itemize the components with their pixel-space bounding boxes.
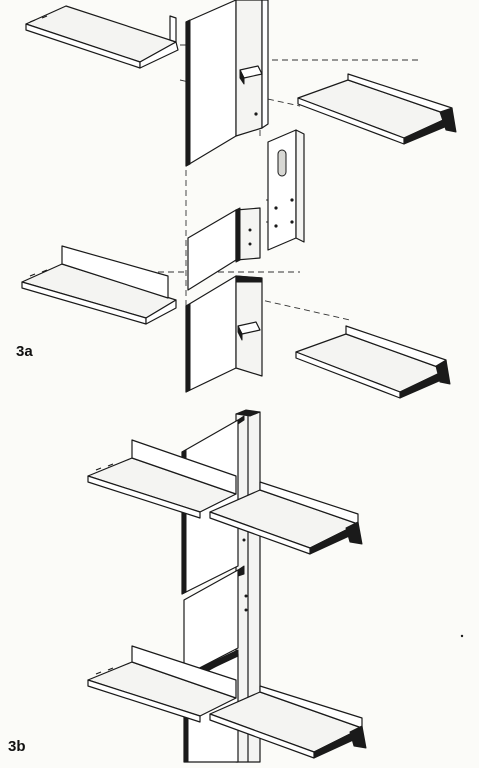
assembled-shelf-lower-right bbox=[209, 685, 367, 759]
lower-vertical-panel bbox=[185, 275, 263, 393]
shelf-bottom-right bbox=[295, 325, 451, 399]
exploded-view bbox=[21, 0, 457, 399]
shelf-top-left bbox=[25, 5, 179, 69]
assembled-shelf-lower-left bbox=[87, 645, 237, 723]
speck-mark bbox=[460, 634, 464, 638]
assembled-shelf-upper-right bbox=[209, 481, 363, 555]
connector-bracket bbox=[267, 129, 305, 251]
figure-label-3a: 3a bbox=[16, 343, 33, 360]
upper-vertical-panel bbox=[185, 0, 269, 167]
figure-label-3b: 3b bbox=[8, 738, 26, 755]
shelf-middle-left bbox=[21, 245, 177, 325]
assembled-shelf-upper-left bbox=[87, 439, 237, 519]
assembled-middle-panel bbox=[183, 565, 248, 677]
middle-small-panel bbox=[187, 207, 261, 291]
assembled-view bbox=[87, 409, 367, 763]
shelf-top-right bbox=[297, 73, 457, 145]
